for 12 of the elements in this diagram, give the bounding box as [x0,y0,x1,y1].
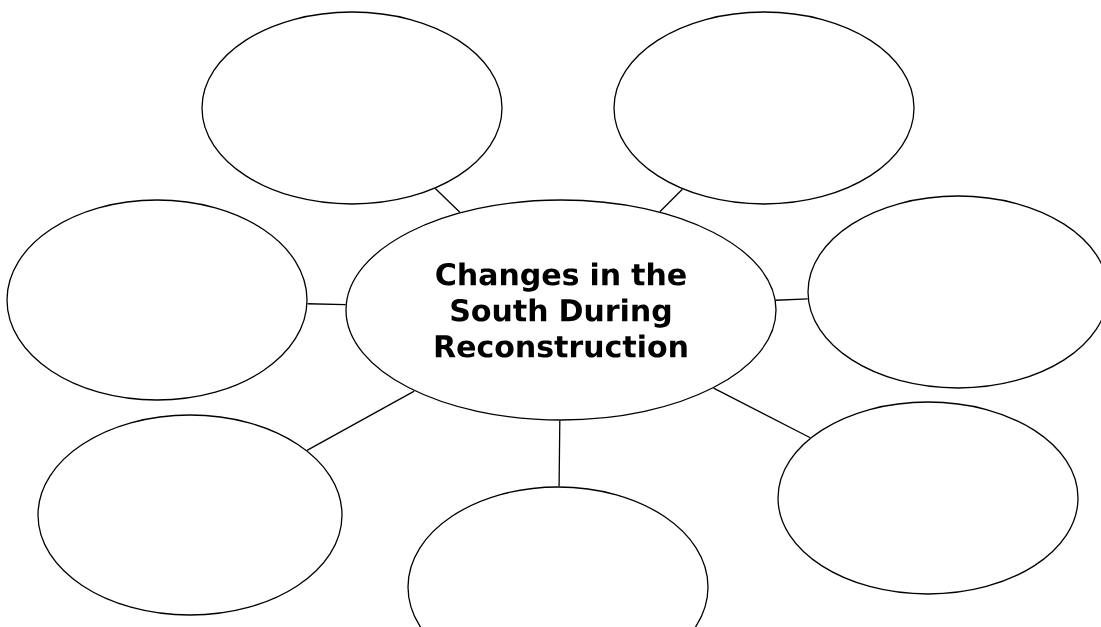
connector-line [775,298,809,301]
empty-ellipse [37,414,343,616]
connector-line [434,187,461,213]
connector-line [659,188,684,213]
empty-ellipse [613,11,915,205]
empty-ellipse [777,401,1079,595]
connector-line [306,390,415,451]
empty-ellipse [201,11,503,205]
connector-line [712,387,811,439]
connector-line [558,420,561,487]
empty-ellipse [6,199,308,401]
connector-line [306,303,347,306]
